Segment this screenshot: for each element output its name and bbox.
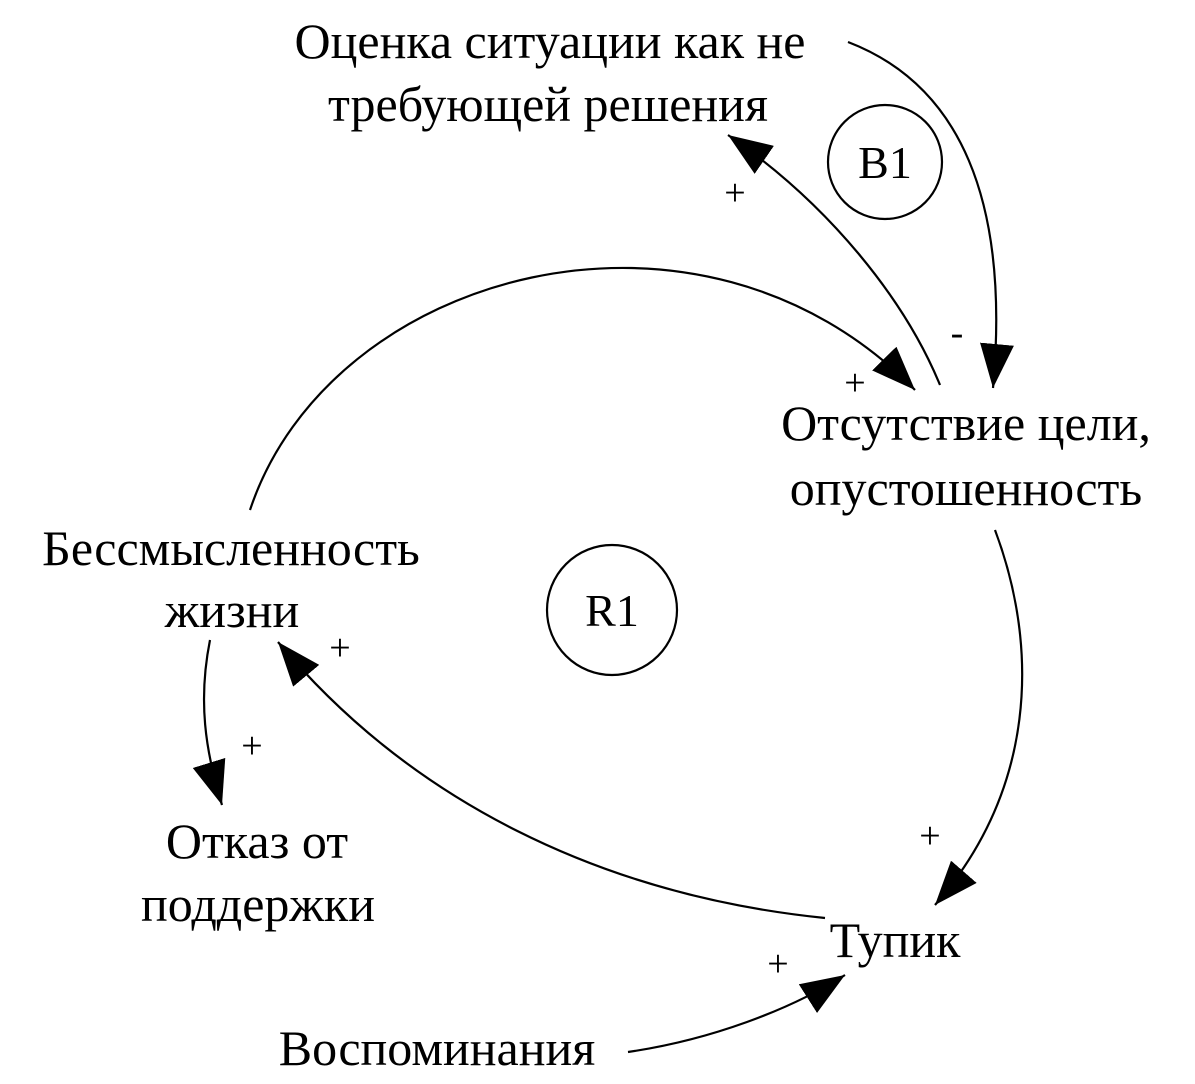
link-no-goal-to-deadlock — [934, 529, 1024, 906]
node-label: Бессмысленность — [42, 520, 420, 576]
link-meaningless-to-no-goal — [248, 266, 916, 511]
link-no-goal-to-assessment — [727, 134, 942, 386]
loop-circle-r1 — [545, 543, 679, 677]
polarity-sign: + — [241, 725, 262, 767]
polarity-sign: + — [919, 815, 940, 857]
node-label: поддержки — [141, 876, 375, 932]
polarity-sign: + — [329, 627, 350, 669]
node-label: Воспоминания — [279, 1020, 595, 1076]
link-meaningless-to-refusal — [192, 639, 226, 806]
polarity-sign: + — [724, 172, 745, 214]
node-label: Отсутствие цели, — [781, 395, 1151, 451]
node-deadlock: Тупик — [830, 912, 962, 968]
node-label: жизни — [164, 582, 300, 638]
node-label: Отказ от — [166, 813, 348, 869]
loop-circle-b1 — [826, 103, 944, 221]
node-label: опустошенность — [790, 460, 1142, 516]
polarity-sign: - — [951, 312, 964, 354]
loop-label-r1: R1 — [585, 585, 639, 636]
loop-label-b1: B1 — [858, 137, 912, 188]
node-label: Оценка ситуации как не — [295, 13, 806, 69]
link-memories-to-deadlock — [627, 974, 846, 1054]
polarity-sign: + — [844, 362, 865, 404]
polarity-sign: + — [767, 943, 788, 985]
link-assessment-to-no-goal — [847, 40, 1014, 389]
node-no-goal: Отсутствие цели, опустошенность — [781, 395, 1151, 516]
node-label: Тупик — [830, 912, 962, 968]
link-deadlock-to-meaningless — [277, 641, 826, 920]
node-memories: Воспоминания — [279, 1020, 595, 1076]
node-refusal: Отказ от поддержки — [141, 813, 375, 932]
node-meaningless: Бессмысленность жизни — [42, 520, 420, 638]
node-label: требующей решения — [328, 76, 768, 132]
node-assessment: Оценка ситуации как не требующей решения — [295, 13, 806, 132]
